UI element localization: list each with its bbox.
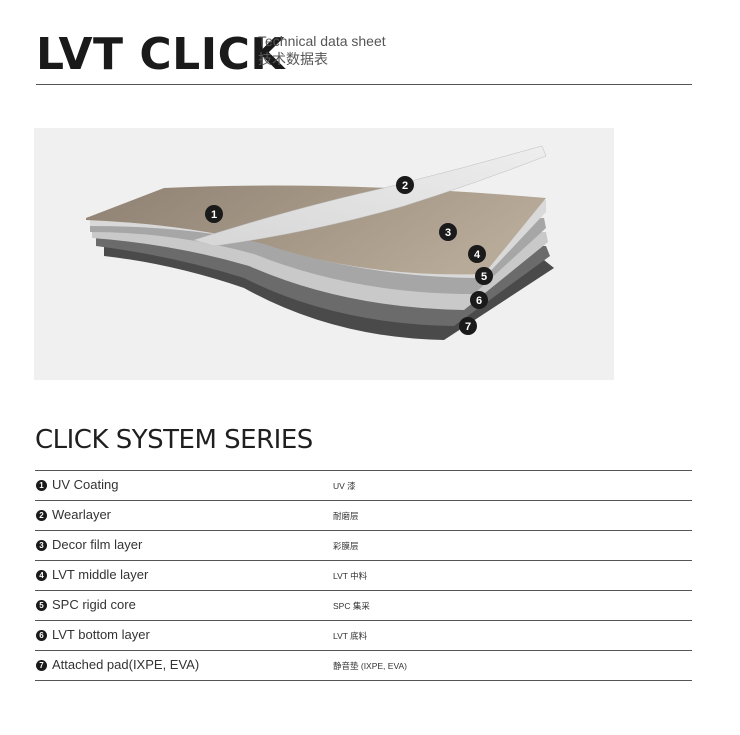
- subtitle-english: Technical data sheet: [258, 33, 386, 49]
- svg-text:7: 7: [465, 321, 471, 333]
- layer-name-cn: 耐磨层: [333, 511, 359, 521]
- svg-text:6: 6: [476, 295, 482, 307]
- marker-5: 5: [475, 267, 493, 285]
- subtitle-chinese: 技术数据表: [258, 51, 328, 67]
- row-number-badge: 4: [36, 570, 47, 581]
- marker-6: 6: [470, 291, 488, 309]
- layer-name-cn: UV 漆: [333, 481, 356, 491]
- layer-illustration: 1 2 3 4 5 6 7: [34, 128, 614, 380]
- layer-name-cn: LVT 底料: [333, 631, 368, 641]
- table-row: 3 Decor film layer 彩膜层: [35, 530, 692, 560]
- table-row: 1 UV Coating UV 漆: [35, 470, 692, 500]
- svg-text:1: 1: [211, 209, 217, 221]
- row-number-badge: 1: [36, 480, 47, 491]
- header: LVT CLICK Technical data sheet 技术数据表: [36, 28, 692, 86]
- layer-table: 1 UV Coating UV 漆 2 Wearlayer 耐磨层 3 Deco…: [35, 470, 692, 681]
- page-subtitle: Technical data sheet 技术数据表: [258, 32, 386, 68]
- flooring-layers-image: 1 2 3 4 5 6 7: [86, 145, 554, 340]
- svg-text:4: 4: [474, 249, 481, 261]
- table-row: 4 LVT middle layer LVT 中料: [35, 560, 692, 590]
- layer-name-en: LVT bottom layer: [52, 627, 150, 642]
- marker-1: 1: [205, 205, 223, 223]
- layer-name-cn: 彩膜层: [333, 541, 359, 551]
- svg-text:5: 5: [481, 271, 487, 283]
- header-divider: [36, 84, 692, 85]
- marker-3: 3: [439, 223, 457, 241]
- table-row: 5 SPC rigid core SPC 集采: [35, 590, 692, 620]
- layer-name-en: SPC rigid core: [52, 597, 136, 612]
- row-number-badge: 2: [36, 510, 47, 521]
- layer-name-en: Decor film layer: [52, 537, 143, 552]
- page-title: LVT CLICK: [36, 29, 285, 80]
- marker-7: 7: [459, 317, 477, 335]
- layer-markers: 1 2 3 4 5 6 7: [205, 176, 493, 335]
- svg-text:3: 3: [445, 227, 451, 239]
- layer-name-cn: SPC 集采: [333, 601, 370, 611]
- row-number-badge: 3: [36, 540, 47, 551]
- layer-1-wood: [86, 185, 546, 275]
- row-number-badge: 7: [36, 660, 47, 671]
- layer-name-en: UV Coating: [52, 477, 119, 492]
- layer-2-wearlayer: [193, 145, 547, 247]
- table-row: 7 Attached pad(IXPE, EVA) 静音垫 (IXPE, EVA…: [35, 650, 692, 681]
- svg-text:2: 2: [402, 180, 408, 192]
- layer-name-cn: 静音垫 (IXPE, EVA): [333, 661, 407, 671]
- marker-4: 4: [468, 245, 486, 263]
- row-number-badge: 5: [36, 600, 47, 611]
- marker-2: 2: [396, 176, 414, 194]
- table-row: 6 LVT bottom layer LVT 底料: [35, 620, 692, 650]
- row-number-badge: 6: [36, 630, 47, 641]
- layer-name-en: Attached pad(IXPE, EVA): [52, 657, 200, 672]
- series-title: CLICK SYSTEM SERIES: [35, 425, 313, 455]
- layer-name-en: Wearlayer: [52, 507, 112, 522]
- table-row: 2 Wearlayer 耐磨层: [35, 500, 692, 530]
- layer-name-cn: LVT 中料: [333, 571, 368, 581]
- layer-name-en: LVT middle layer: [52, 567, 149, 582]
